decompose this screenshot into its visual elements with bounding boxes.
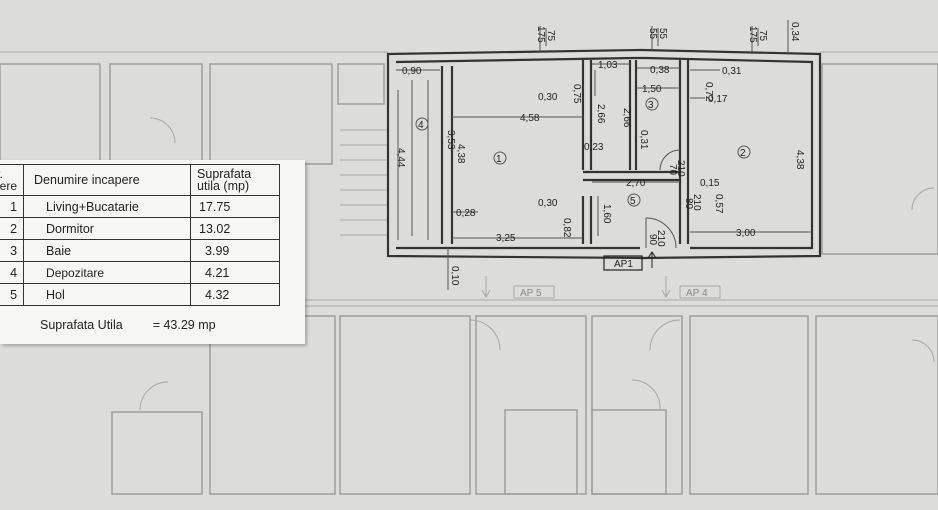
door-80: 80 bbox=[683, 198, 694, 210]
dim-034: 0,34 bbox=[789, 22, 800, 42]
row-area: 17.75 bbox=[190, 195, 281, 218]
dim-458: 4,58 bbox=[520, 113, 540, 124]
dim-038: 0,38 bbox=[650, 65, 670, 76]
dim-438b: 4,38 bbox=[794, 150, 805, 170]
dim-266a: 2,66 bbox=[595, 104, 606, 124]
label-ap5: AP 5 bbox=[520, 288, 542, 299]
door-210c: 210 bbox=[655, 230, 666, 247]
room-marker-3: 3 bbox=[648, 100, 654, 111]
room-marker-5: 5 bbox=[630, 196, 636, 207]
room-marker-2: 2 bbox=[740, 148, 746, 159]
row-name: Living+Bucatarie bbox=[23, 195, 192, 218]
table-row: 2 Dormitor 13.02 bbox=[0, 217, 281, 240]
dim-325: 3,25 bbox=[496, 233, 516, 244]
label-ap4: AP 4 bbox=[686, 288, 708, 299]
dim-270: 2,70 bbox=[626, 178, 646, 189]
dim-017: 0,17 bbox=[708, 94, 728, 105]
row-area: 13.02 bbox=[190, 217, 281, 240]
row-area: 3.99 bbox=[190, 239, 281, 262]
dim-top75b: 75 bbox=[757, 30, 768, 42]
label-ap1: AP1 bbox=[614, 259, 633, 270]
table-row: 5 Hol 4.32 bbox=[0, 283, 281, 306]
door-210a: 210 bbox=[675, 160, 686, 177]
dim-top175a: 175 bbox=[535, 26, 546, 43]
row-area: 4.21 bbox=[190, 261, 281, 284]
dim-top175b: 175 bbox=[747, 26, 758, 43]
dim-top75a: 75 bbox=[545, 30, 556, 42]
dimension-lines bbox=[396, 20, 812, 290]
dim-300: 3,00 bbox=[736, 228, 756, 239]
row-name: Depozitare bbox=[23, 261, 192, 284]
row-area: 4.32 bbox=[190, 283, 281, 306]
dim-030a: 0,30 bbox=[538, 92, 558, 103]
table-row: 4 Depozitare 4.21 bbox=[0, 261, 281, 284]
row-name: Baie bbox=[23, 239, 192, 262]
room-area-table-panel: Ir. pere Denumire incapere Suprafata uti… bbox=[0, 160, 305, 344]
header-name: Denumire incapere bbox=[23, 164, 192, 196]
door-90: 90 bbox=[647, 234, 658, 246]
dim-444: 4,44 bbox=[395, 148, 406, 168]
dim-top55b: 55 bbox=[657, 28, 668, 40]
header-area: Suprafata utila (mp) bbox=[190, 164, 281, 196]
dim-010: 0,10 bbox=[449, 266, 460, 286]
room-marker-4: 4 bbox=[418, 120, 424, 131]
table-row: 1 Living+Bucatarie 17.75 bbox=[0, 195, 281, 218]
dim-266b: 2,66 bbox=[621, 108, 632, 128]
door-210b: 210 bbox=[691, 194, 702, 211]
table-header-row: Ir. pere Denumire incapere Suprafata uti… bbox=[0, 164, 281, 196]
row-nr: 3 bbox=[0, 239, 25, 262]
dim-150: 1,50 bbox=[642, 84, 662, 95]
header-nr: Ir. pere bbox=[0, 164, 25, 196]
room-area-table: Ir. pere Denumire incapere Suprafata uti… bbox=[0, 164, 281, 306]
room-marker-1: 1 bbox=[496, 154, 502, 165]
door-70: 70 bbox=[667, 164, 678, 176]
dim-031: 0,31 bbox=[722, 66, 742, 77]
row-name: Dormitor bbox=[23, 217, 192, 240]
dim-015: 0,15 bbox=[700, 178, 720, 189]
row-nr: 5 bbox=[0, 283, 25, 306]
total-label: Suprafata Utila bbox=[40, 318, 123, 332]
dim-103: 1,03 bbox=[598, 60, 618, 71]
dim-028: 0,28 bbox=[456, 208, 476, 219]
dim-031b: 0,31 bbox=[638, 130, 649, 150]
dim-438a: 4,38 bbox=[455, 144, 466, 164]
dim-075: 0,75 bbox=[571, 84, 582, 104]
dim-top55: 55 bbox=[647, 28, 658, 40]
dim-082: 0,82 bbox=[561, 218, 572, 238]
dim-160: 1,60 bbox=[601, 204, 612, 224]
dim-353: 3,53 bbox=[445, 130, 456, 150]
total-value: = 43.29 mp bbox=[152, 318, 216, 332]
row-nr: 1 bbox=[0, 195, 25, 218]
row-nr: 2 bbox=[0, 217, 25, 240]
dim-030b: 0,30 bbox=[538, 198, 558, 209]
total-area: Suprafata Utila = 43.29 mp bbox=[40, 318, 216, 332]
dim-023: 0,23 bbox=[584, 142, 604, 153]
dim-090: 0,90 bbox=[402, 66, 422, 77]
row-nr: 4 bbox=[0, 261, 25, 284]
dim-072: 0,72 bbox=[703, 82, 714, 102]
dim-057: 0,57 bbox=[713, 194, 724, 214]
table-row: 3 Baie 3.99 bbox=[0, 239, 281, 262]
apartment-walls bbox=[386, 48, 822, 260]
row-name: Hol bbox=[23, 283, 192, 306]
room-markers bbox=[415, 97, 751, 207]
